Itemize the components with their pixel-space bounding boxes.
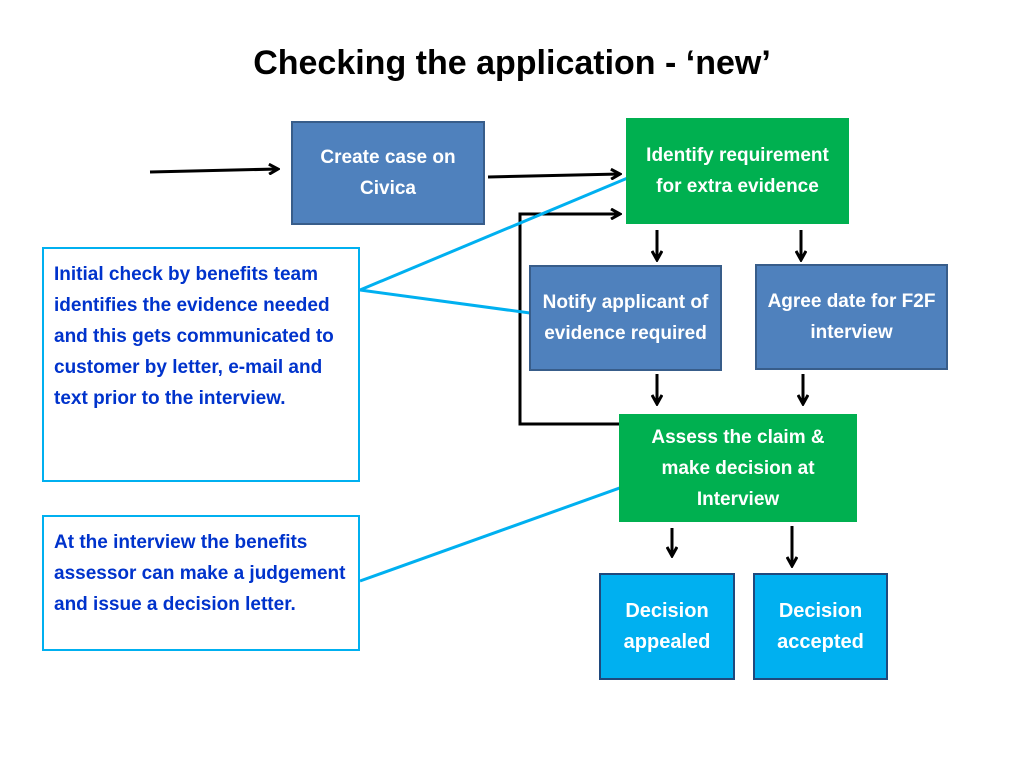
callout-line-notify [359, 288, 553, 318]
initial-check-note: Initial check by benefits team identifie… [42, 247, 360, 482]
assess-claim-node: Assess the claim & make decision at Inte… [619, 414, 857, 522]
notify-applicant-node: Notify applicant of evidence required [529, 265, 722, 371]
identify-requirement-node: Identify requirement for extra evidence [626, 118, 849, 224]
arrow-entry [149, 169, 278, 172]
callout-line-assess [359, 478, 643, 583]
create-case-node: Create case on Civica [291, 121, 485, 225]
interview-note: At the interview the benefits assessor c… [42, 515, 360, 651]
decision-appealed-node: Decision appealed [599, 573, 735, 680]
decision-accepted-node: Decision accepted [753, 573, 888, 680]
callout-line-identify [359, 170, 643, 292]
arrow-create-to-identify [487, 174, 620, 177]
arrow-loop-back [518, 214, 622, 426]
page-title: Checking the application - ‘new’ [253, 44, 771, 82]
agree-date-node: Agree date for F2F interview [755, 264, 948, 370]
